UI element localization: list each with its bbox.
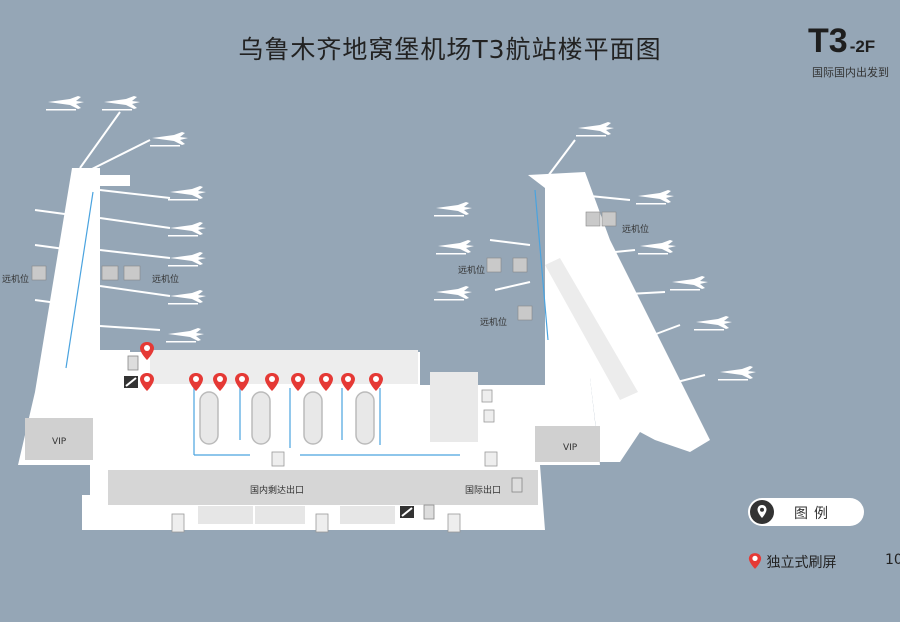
vip-room-left <box>25 418 93 460</box>
airplane-icon <box>718 366 756 381</box>
remote-stand-blocks <box>31 211 617 321</box>
airplane-icon <box>168 252 206 267</box>
airplane-icon <box>434 286 472 301</box>
check-in-block <box>430 372 478 442</box>
remote-stand-label: 远机位 <box>152 273 179 285</box>
airplane-icon <box>166 328 204 343</box>
vip-room-right <box>535 426 600 462</box>
exit-booth <box>340 506 395 524</box>
airplane-icon <box>434 202 472 217</box>
domestic-exit-label: 国内剩达出口 <box>250 484 304 496</box>
airplane-icon <box>638 240 676 255</box>
airplane-icon <box>168 222 206 237</box>
left-pier <box>35 168 130 392</box>
terminal-label: T3 <box>808 22 848 60</box>
location-pin-icon <box>748 553 762 569</box>
airplane-icon <box>694 316 732 331</box>
jet-bridges <box>34 111 706 386</box>
escalator-icon <box>400 506 414 518</box>
legend-item-label: 独立式刷屏 <box>766 555 837 571</box>
airplane-icon <box>576 122 614 137</box>
legend-header: 图例 <box>748 498 864 526</box>
arrival-hall-floor <box>108 470 538 505</box>
map-title: 乌鲁木齐地窝堡机场T3航站楼平面图 <box>238 35 662 64</box>
escalator-icon <box>124 376 138 388</box>
exit-booth <box>198 506 253 524</box>
remote-stand-label: 远机位 <box>2 273 29 285</box>
elevator <box>127 355 139 371</box>
floor-level: -2F <box>849 37 876 56</box>
airplane-icon <box>168 186 206 201</box>
airplane-icon <box>168 290 206 305</box>
floor-indicator: T3-2F <box>808 22 875 61</box>
exit-booth <box>255 506 305 524</box>
remote-stand-label: 远机位 <box>480 316 507 328</box>
remote-stand-label: 远机位 <box>622 223 649 235</box>
legend-title: 图例 <box>794 506 834 522</box>
airplane-icon <box>150 132 188 147</box>
airplane-icon <box>636 190 674 205</box>
gate-exits <box>171 389 498 533</box>
airplane-icon <box>436 240 474 255</box>
legend-pin-icon <box>750 500 774 524</box>
elevator <box>511 477 523 493</box>
floor-description: 国际国内出发到 <box>812 66 889 79</box>
airplane-icon <box>46 96 84 111</box>
legend-item-count: 10 <box>885 552 900 568</box>
airplane-icon <box>670 276 708 291</box>
vip-label: VIP <box>52 437 67 447</box>
elevator <box>423 504 435 520</box>
airplane-icon <box>102 96 140 111</box>
remote-stand-label: 远机位 <box>458 264 485 276</box>
right-pier <box>528 172 710 462</box>
vip-label: VIP <box>563 443 578 453</box>
walking-routes <box>65 189 549 456</box>
baggage-carousels <box>199 391 375 445</box>
legend-item: 独立式刷屏 <box>748 552 836 572</box>
right-pier-ramp <box>545 258 638 400</box>
intl-exit-label: 国际出口 <box>465 484 501 496</box>
